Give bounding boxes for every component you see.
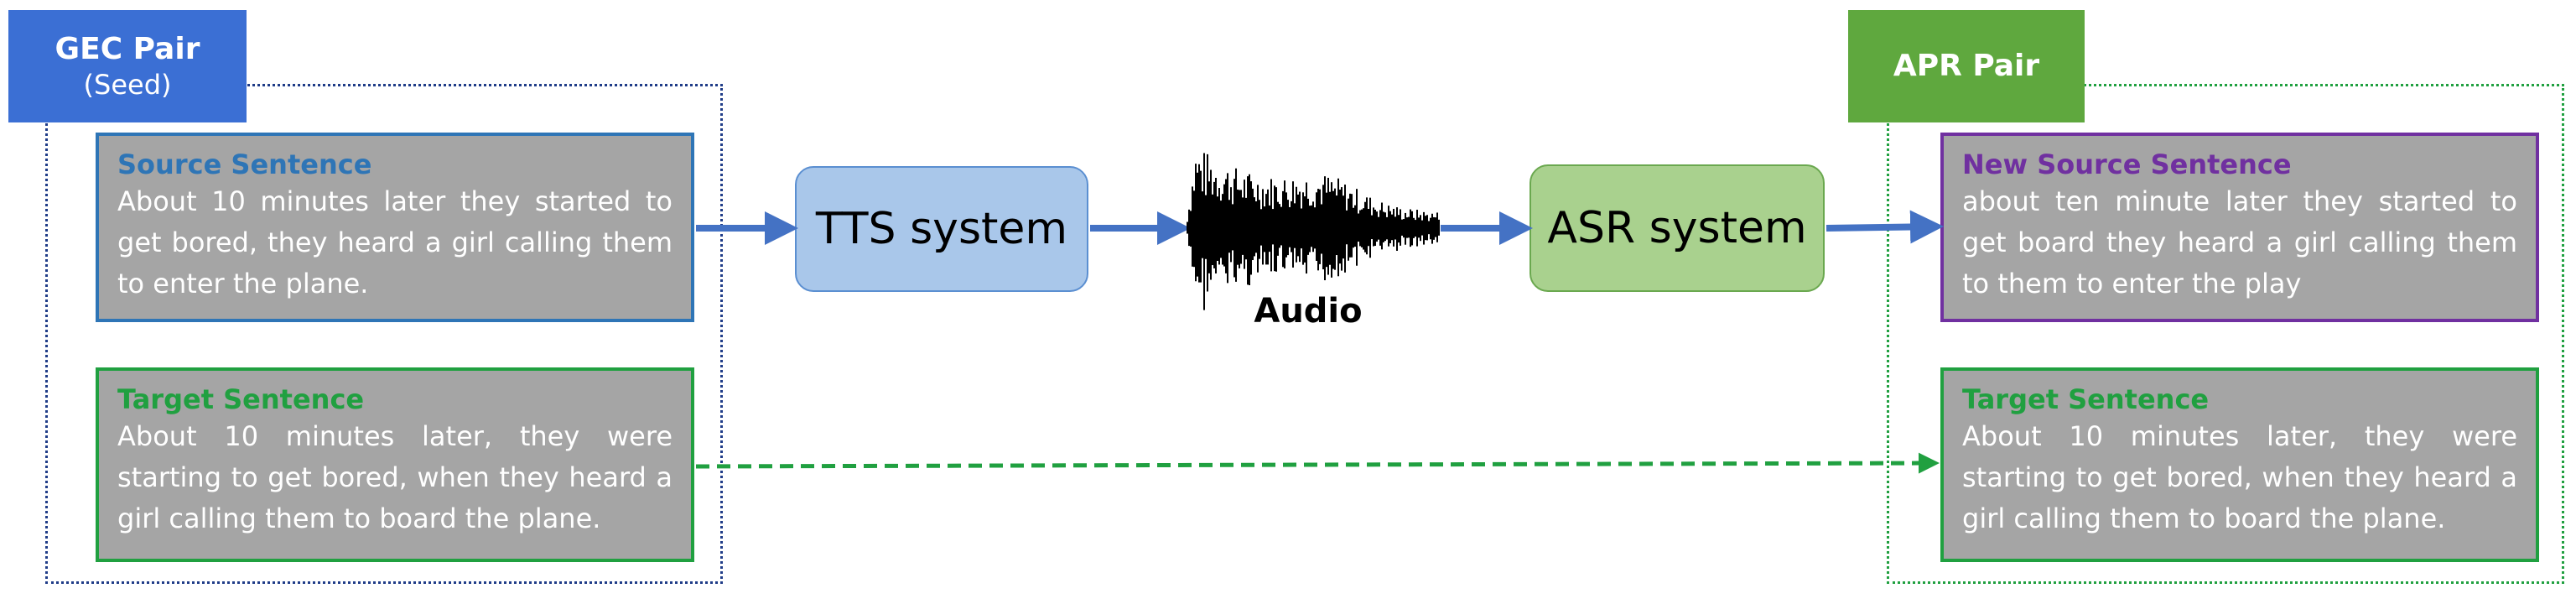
audio-waveform-icon — [1187, 153, 1440, 310]
left-source-sentence-box: Source Sentence About 10 minutes later t… — [96, 133, 694, 322]
right-source-sentence-box: New Source Sentence about ten minute lat… — [1940, 133, 2539, 322]
right-source-label: New Source Sentence — [1962, 148, 2292, 180]
gec-pair-subtitle: (Seed) — [83, 69, 172, 101]
gec-pair-group — [45, 84, 723, 584]
apr-pair-header: APR Pair — [1848, 10, 2085, 122]
apr-pair-group — [1887, 84, 2564, 584]
left-target-text: About 10 minutes later, they were starti… — [117, 420, 673, 534]
apr-pair-title: APR Pair — [1893, 49, 2040, 83]
arrow-asr-to-new-source — [1826, 210, 1944, 244]
right-target-text: About 10 minutes later, they were starti… — [1962, 420, 2517, 534]
left-target-label: Target Sentence — [117, 383, 365, 415]
left-target-sentence-box: Target Sentence About 10 minutes later, … — [96, 367, 694, 562]
asr-system-box: ASR system — [1530, 164, 1825, 292]
left-source-label: Source Sentence — [117, 148, 372, 180]
right-target-sentence-box: Target Sentence About 10 minutes later, … — [1940, 367, 2539, 562]
tts-system-box: TTS system — [795, 166, 1088, 292]
right-source-text: about ten minute later they started to g… — [1962, 185, 2517, 299]
audio-label: Audio — [1254, 292, 1363, 331]
dashed-arrow-target-to-target — [695, 452, 1940, 474]
gec-pair-header: GEC Pair (Seed) — [8, 10, 247, 122]
right-target-label: Target Sentence — [1962, 383, 2210, 415]
left-source-text: About 10 minutes later they started to g… — [117, 185, 673, 299]
gec-pair-title: GEC Pair — [55, 32, 200, 66]
